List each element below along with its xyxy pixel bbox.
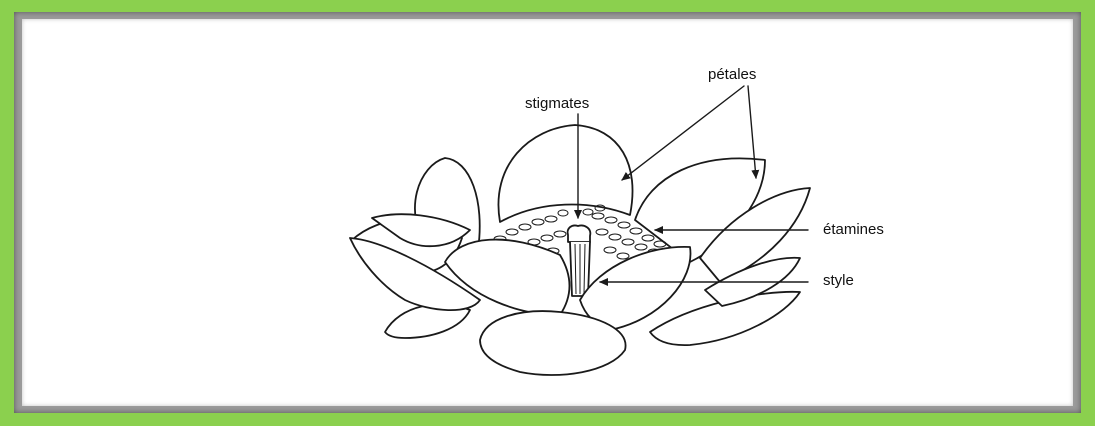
back-petal-center [498, 125, 632, 222]
front-petal-right [580, 247, 690, 330]
pistil [568, 225, 591, 296]
label-etamines: étamines [823, 221, 884, 238]
label-petales: pétales [708, 66, 756, 83]
label-style: style [823, 272, 854, 289]
label-stigmates: stigmates [525, 95, 589, 112]
